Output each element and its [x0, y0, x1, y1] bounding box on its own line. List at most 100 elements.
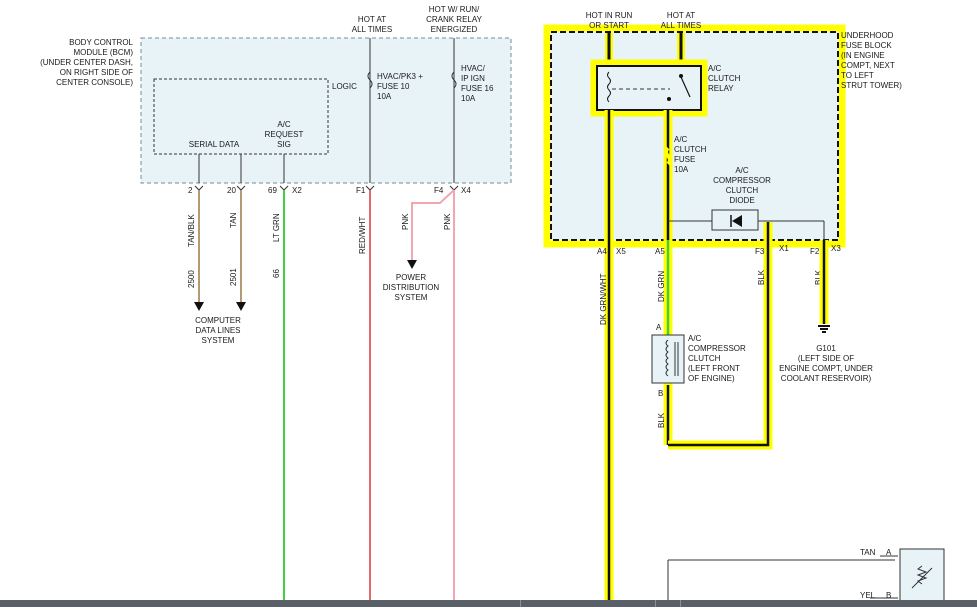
wire-label-tan-blk: TAN/BLK	[187, 214, 196, 247]
circuit-2500: 2500	[187, 270, 196, 288]
underhood-highlight	[543, 24, 846, 248]
pin-2: 2	[188, 186, 193, 195]
underhood-label-4: COMPT, NEXT	[841, 61, 895, 70]
compressor-label-3: CLUTCH	[688, 354, 721, 363]
computer-data-1: COMPUTER	[195, 316, 241, 325]
arrow-computer-2	[236, 302, 246, 311]
conn-f1	[365, 185, 375, 191]
hot-all-times-l1: HOT AT	[358, 15, 386, 24]
wire-label-dk-grn-wht: DK GRN/WHT	[599, 273, 608, 325]
compressor-label-5: OF ENGINE)	[688, 374, 735, 383]
bcm-label-1: BODY CONTROL	[69, 38, 133, 47]
resistor-arrow	[911, 567, 933, 589]
bcm-label-4: ON RIGHT SIDE OF	[60, 68, 133, 77]
serial-data-label: SERIAL DATA	[189, 140, 240, 149]
sensor-tan: TAN	[860, 548, 876, 557]
underhood-label-6: STRUT TOWER)	[841, 81, 902, 90]
fuse10-1: HVAC/PK3 +	[377, 72, 423, 81]
arrow-power	[407, 260, 417, 269]
bar-divider-1	[520, 600, 521, 607]
wire-label-lt-grn: LT GRN	[272, 213, 281, 242]
ground-label-1: G101	[816, 344, 836, 353]
relay-label-1: A/C	[708, 64, 722, 73]
hot-run-crank-3: ENERGIZED	[431, 25, 478, 34]
window-bottom-bar	[0, 600, 977, 607]
bar-divider-3	[680, 600, 681, 607]
circuit-2501: 2501	[229, 268, 238, 286]
fuse16-2: IP IGN	[461, 74, 485, 83]
hot-all-times-r1: HOT AT	[667, 11, 695, 20]
compressor-clutch-box	[651, 334, 685, 384]
hot-run-crank-2: CRANK RELAY	[426, 15, 483, 24]
diode-symbol	[732, 215, 742, 227]
pin-f3: F3	[755, 247, 765, 256]
hot-all-times-r2: ALL TIMES	[661, 21, 701, 30]
compressor-label-2: COMPRESSOR	[688, 344, 746, 353]
wire-label-tan: TAN	[229, 212, 238, 228]
conn-a-label: A	[656, 323, 662, 332]
bcm-label-5: CENTER CONSOLE)	[56, 78, 133, 87]
bcm-label-3: (UNDER CENTER DASH,	[40, 58, 133, 67]
hot-run-start-2: OR START	[589, 21, 629, 30]
clutch-coil-icon	[665, 339, 669, 377]
wire-label-blk-3: BLK	[657, 412, 666, 428]
fuse16-4: 10A	[461, 94, 476, 103]
fuse16-3: FUSE 16	[461, 84, 494, 93]
hot-run-start-1: HOT IN RUN	[586, 11, 633, 20]
computer-data-2: DATA LINES	[195, 326, 240, 335]
conn-20	[236, 185, 246, 191]
pin-x3: X3	[831, 244, 841, 253]
fuse16-symbol	[451, 71, 457, 89]
sensor-pin-a: A	[886, 548, 892, 557]
underhood-label-5: TO LEFT	[841, 71, 874, 80]
diode-label-1: A/C	[735, 166, 749, 175]
wire-label-pnk-2: PNK	[443, 213, 452, 230]
circuit-66: 66	[272, 269, 281, 278]
pin-a5: A5	[655, 247, 665, 256]
diode-label-2: COMPRESSOR	[713, 176, 771, 185]
relay-switch	[680, 76, 691, 98]
diode-label-4: DIODE	[729, 196, 754, 205]
relay-label-2: CLUTCH	[708, 74, 741, 83]
ground-label-3: ENGINE COMPT, UNDER	[779, 364, 873, 373]
fuse16-1: HVAC/	[461, 64, 486, 73]
wire-label-red-wht: RED/WHT	[358, 217, 367, 254]
conn-b-label: B	[658, 389, 663, 398]
wire-pnk-power	[411, 189, 455, 262]
pin-f1: F1	[356, 186, 366, 195]
wire-label-pnk-1: PNK	[401, 213, 410, 230]
pin-f4: F4	[434, 186, 444, 195]
fuse-label-1: A/C	[674, 135, 688, 144]
ac-request-3: SIG	[277, 140, 291, 149]
bar-divider-2	[655, 600, 656, 607]
underhood-label-2: FUSE BLOCK	[841, 41, 892, 50]
relay-label-3: RELAY	[708, 84, 734, 93]
pin-f2: F2	[810, 247, 820, 256]
power-dist-3: SYSTEM	[395, 293, 428, 302]
underhood-label-1: UNDERHOOD	[841, 31, 894, 40]
compressor-label-1: A/C	[688, 334, 702, 343]
relay-contact-1	[679, 74, 683, 78]
resistor-icon	[916, 565, 928, 585]
pin-a4: A4	[597, 247, 607, 256]
ground-label-2: (LEFT SIDE OF	[798, 354, 854, 363]
sensor-pin-b: B	[886, 591, 891, 600]
pin-69: 69	[268, 186, 277, 195]
fuse-label-3: FUSE	[674, 155, 695, 164]
compressor-label-4: (LEFT FRONT	[688, 364, 740, 373]
power-dist-2: DISTRIBUTION	[383, 283, 440, 292]
conn-2	[194, 185, 204, 191]
relay-contact-2	[667, 97, 671, 101]
fuse10-3: 10A	[377, 92, 392, 101]
ground-label-4: COOLANT RESERVOIR)	[781, 374, 872, 383]
fuse-label-4: 10A	[674, 165, 689, 174]
hot-run-crank-1: HOT W/ RUN/	[429, 5, 480, 14]
wire-label-dk-grn: DK GRN	[657, 271, 666, 302]
computer-data-3: SYSTEM	[202, 336, 235, 345]
pin-x2: X2	[292, 186, 302, 195]
diode-label-3: CLUTCH	[726, 186, 759, 195]
sensor-yel: YEL	[860, 591, 876, 600]
ground-icon	[818, 325, 830, 333]
wire-return-hl	[668, 222, 773, 450]
